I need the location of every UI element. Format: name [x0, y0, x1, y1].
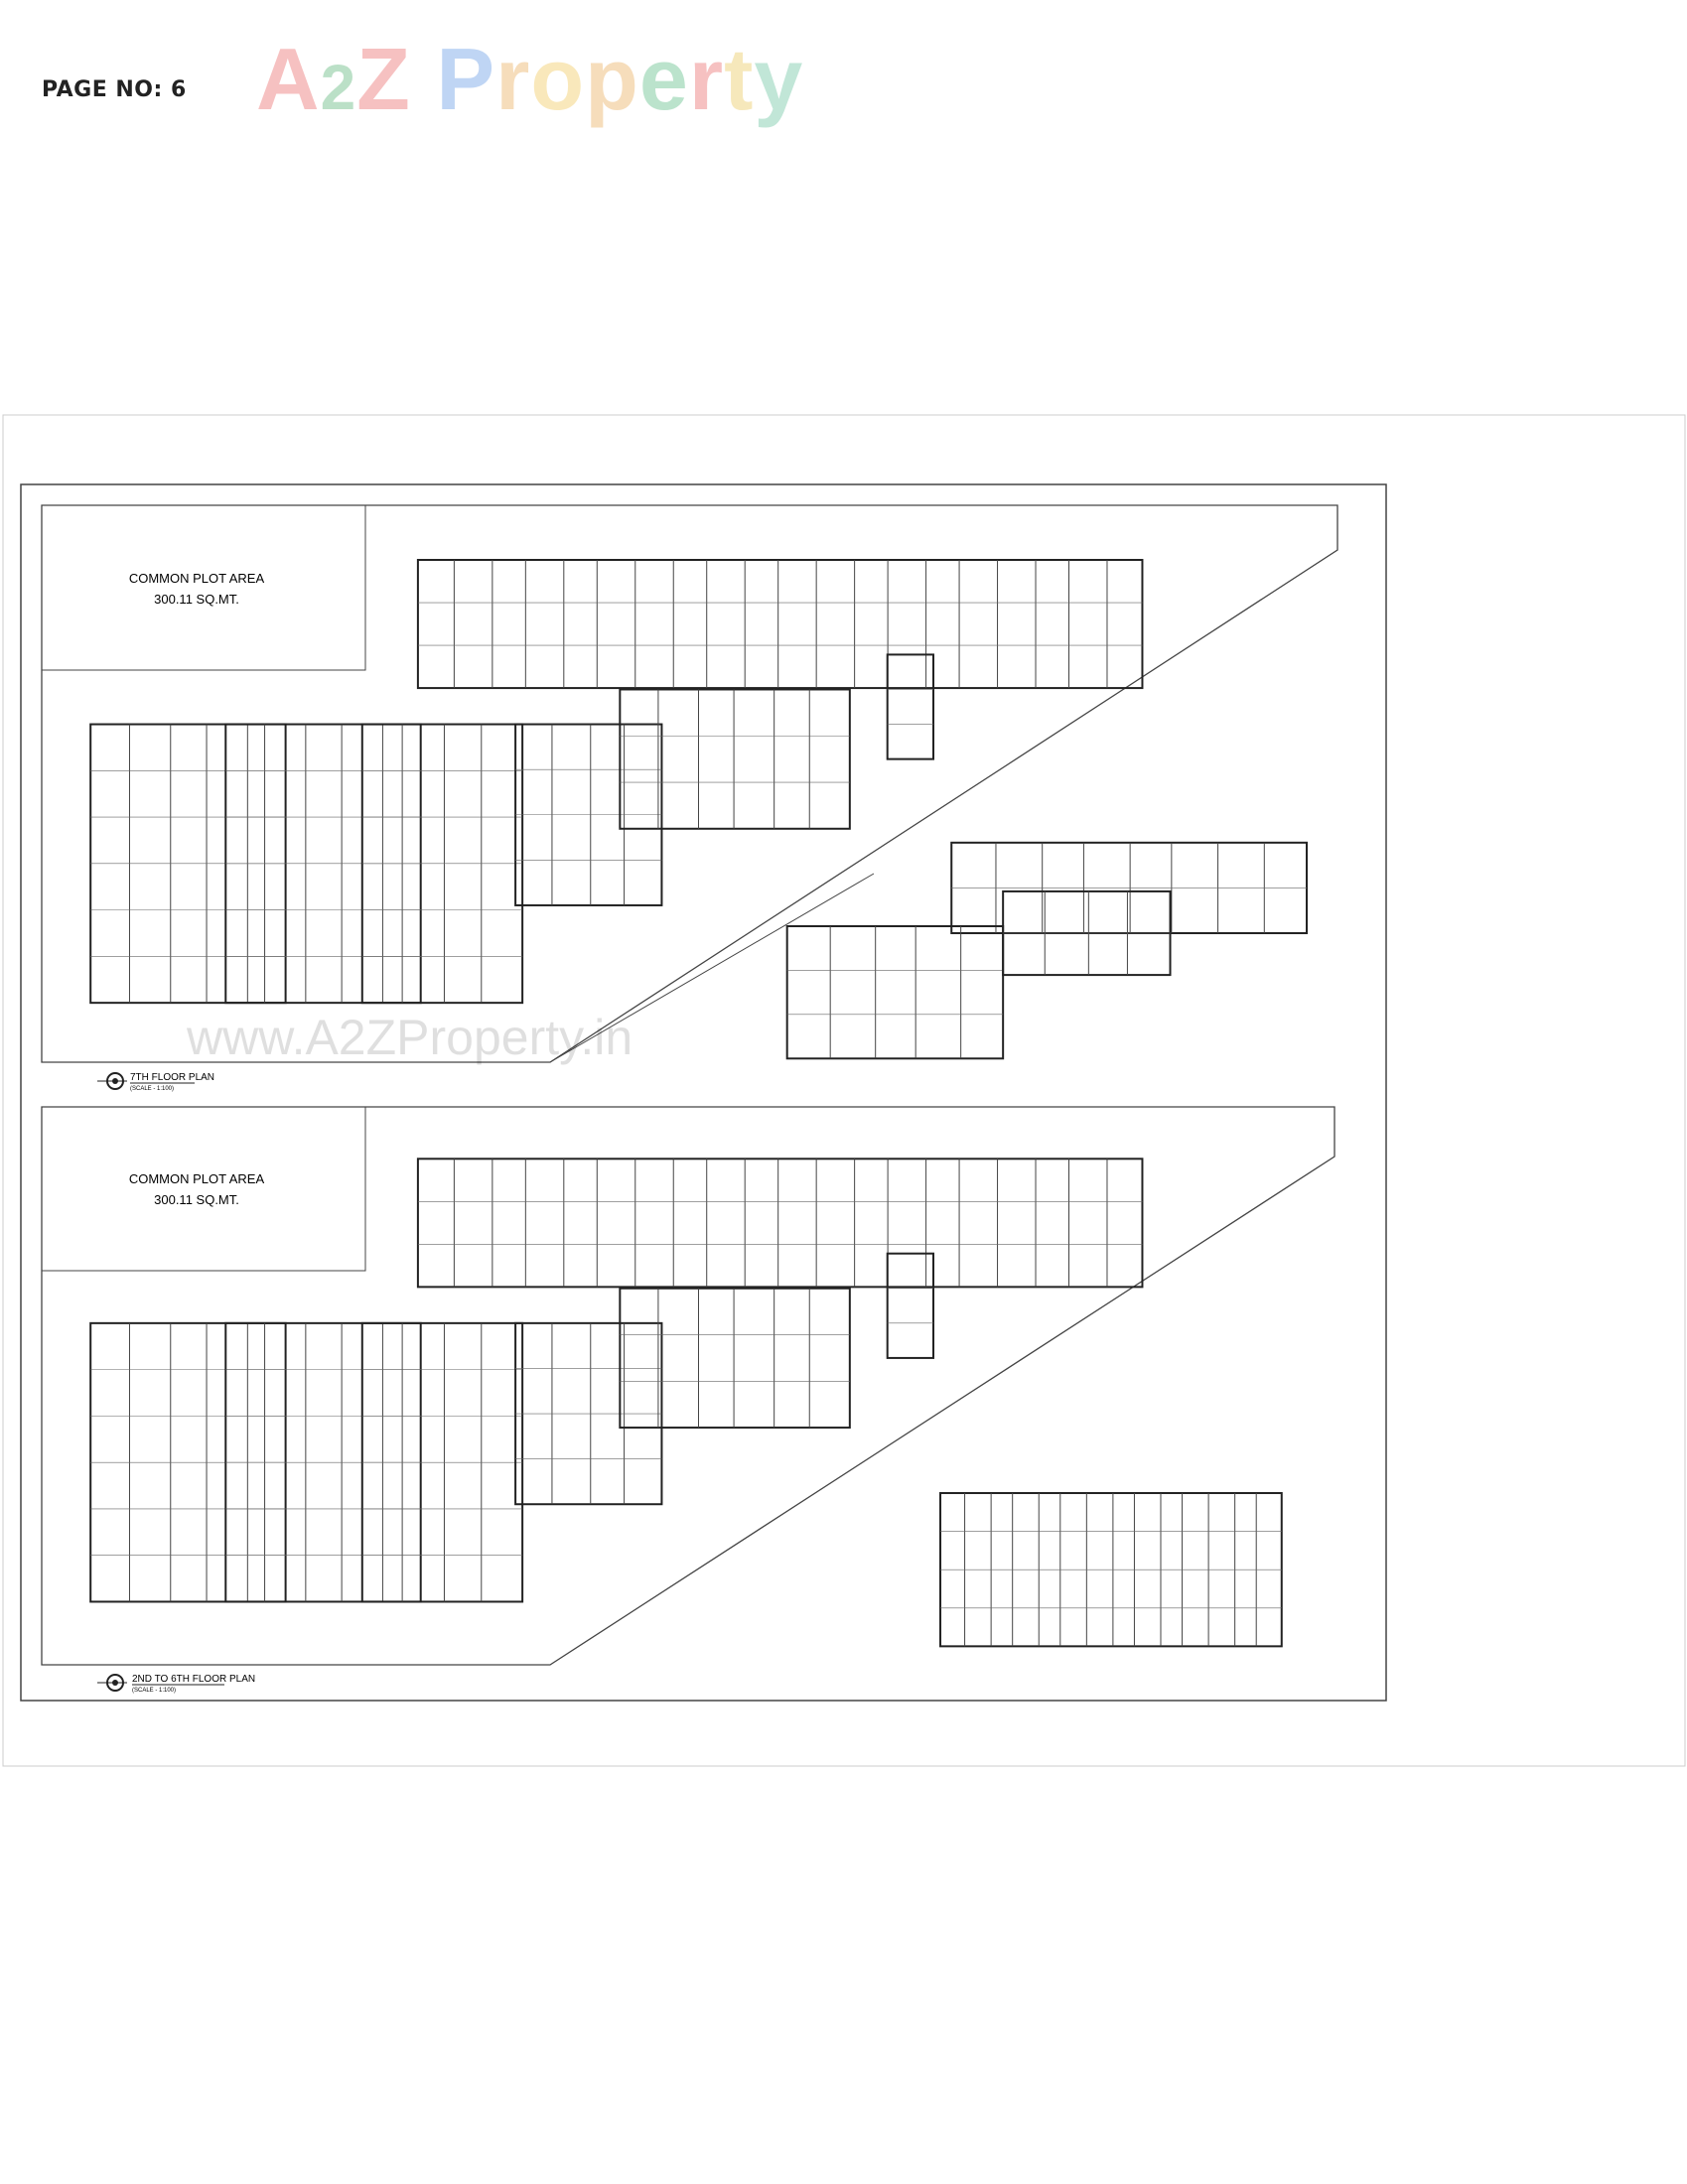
apartment-block: [416, 559, 1144, 690]
plan-title: 7TH FLOOR PLAN: [130, 1072, 214, 1083]
apartment-block: [619, 688, 851, 830]
north-compass-icon: [97, 1674, 127, 1692]
sheet-outer-frame: [2, 414, 1686, 1767]
plan-scale: (SCALE - 1:100): [132, 1688, 176, 1694]
common-plot-title: COMMON PLOT AREA: [129, 571, 265, 586]
apartment-block: [886, 653, 935, 760]
apartment-block: [360, 723, 524, 1005]
apartment-block: [886, 1252, 935, 1359]
common-plot-box: [41, 504, 366, 671]
plan-title: 2ND TO 6TH FLOOR PLAN: [132, 1674, 255, 1685]
common-plot-area: 300.11 SQ.MT.: [154, 592, 239, 607]
apartment-block: [360, 1321, 524, 1603]
plot-boundary: [41, 1106, 1336, 1666]
page-number: PAGE NO: 6: [42, 77, 187, 102]
apartment-block: [619, 1287, 851, 1430]
common-plot-title: COMMON PLOT AREA: [129, 1171, 265, 1186]
plot-boundary: [41, 504, 1338, 1063]
plan-scale: (SCALE - 1:100): [130, 1086, 174, 1092]
terrace-plan-block: [1002, 889, 1172, 977]
boundary-line: [549, 873, 875, 1063]
site-plan-thumbnail: [939, 1492, 1283, 1648]
north-compass-icon: [97, 1072, 127, 1090]
apartment-block: [514, 723, 663, 906]
terrace-plan-block: [785, 924, 1005, 1060]
terrace-plan-block: [950, 841, 1309, 935]
common-plot-box: [41, 1106, 366, 1272]
apartment-block: [416, 1158, 1144, 1289]
common-plot-area: 300.11 SQ.MT.: [154, 1192, 239, 1207]
plan-7th-floor: COMMON PLOT AREA 300.11 SQ.MT. www.A2ZPr…: [41, 504, 1338, 1092]
sheet-inner-border: [20, 483, 1387, 1702]
apartment-block: [514, 1321, 663, 1506]
a2z-property-logo: A2Z Property: [256, 30, 804, 128]
watermark: www.A2ZProperty.in: [186, 1010, 633, 1065]
plan-2nd-to-6th-floor: COMMON PLOT AREA 300.11 SQ.MT. 2ND TO 6T…: [41, 1106, 1336, 1694]
